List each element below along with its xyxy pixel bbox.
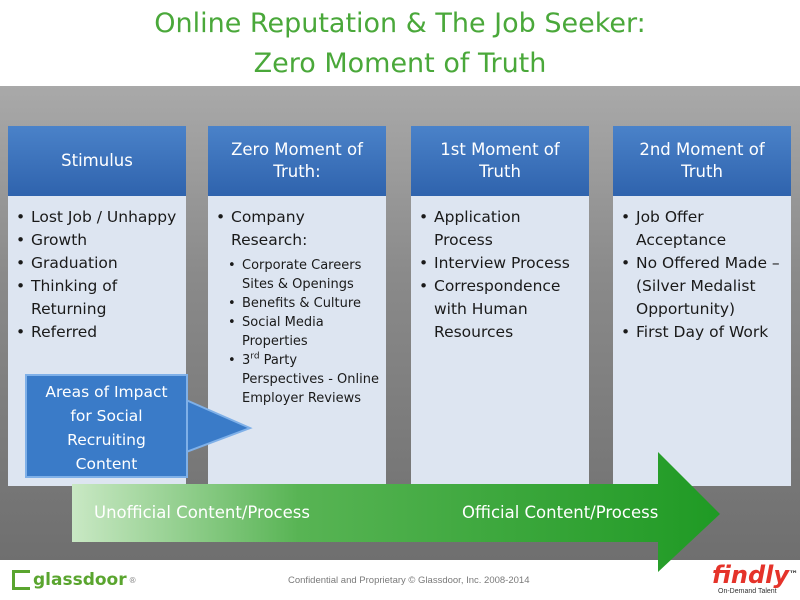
findly-wordmark: findly™ xyxy=(712,561,799,589)
list-item: Job Offer Acceptance xyxy=(621,206,785,252)
column-second-moment: 2nd Moment of Truth Job Offer Acceptance… xyxy=(613,126,791,486)
list-item: Referred xyxy=(16,321,180,344)
list-item: Application Process xyxy=(419,206,583,252)
list-item: Interview Process xyxy=(419,252,583,275)
arrow-shape xyxy=(72,452,720,572)
column-first-moment: 1st Moment of Truth Application Process … xyxy=(411,126,589,486)
ordinal-suffix: rd xyxy=(250,351,260,362)
ordinal-number: 3 xyxy=(242,353,251,368)
title-line-2: Zero Moment of Truth xyxy=(253,48,547,79)
glassdoor-mark-icon xyxy=(12,570,30,590)
column-body: Application Process Interview Process Co… xyxy=(411,196,589,486)
findly-tagline: On-Demand Talent xyxy=(718,588,777,595)
list-item: Correspondence with Human Resources xyxy=(419,275,583,344)
glassdoor-registered-mark: ® xyxy=(128,575,137,585)
unofficial-label: Unofficial Content/Process xyxy=(94,503,310,522)
sub-list-item: Corporate Careers Sites & Openings xyxy=(216,256,380,294)
column-zero-moment: Zero Moment of Truth: Company Research: … xyxy=(208,126,386,486)
list-item: Thinking of Returning xyxy=(16,275,180,321)
list-item: Lost Job / Unhappy xyxy=(16,206,180,229)
list-item: No Offered Made – (Silver Medalist Oppor… xyxy=(621,252,785,321)
findly-trademark: ™ xyxy=(789,570,799,580)
callout-line: Recruiting xyxy=(67,431,146,449)
glassdoor-wordmark: glassdoor xyxy=(33,570,127,590)
list-item: Growth xyxy=(16,229,180,252)
callout-box: Areas of Impact for Social Recruiting Co… xyxy=(25,374,188,478)
official-label: Official Content/Process xyxy=(462,503,659,522)
sub-list-item: Social Media Properties xyxy=(216,313,380,351)
callout-line: Content xyxy=(75,455,138,473)
column-header: 1st Moment of Truth xyxy=(411,126,589,196)
column-header: 2nd Moment of Truth xyxy=(613,126,791,196)
column-body: Company Research: Corporate Careers Site… xyxy=(208,196,386,486)
sub-list-item: 3rd Party Perspectives - Online Employer… xyxy=(216,351,380,408)
sub-item-text: Party Perspectives - Online Employer Rev… xyxy=(242,353,379,406)
title-line-1: Online Reputation & The Job Seeker: xyxy=(154,8,646,39)
process-arrow xyxy=(72,452,720,572)
column-header: Stimulus xyxy=(8,126,186,196)
column-header: Zero Moment of Truth: xyxy=(208,126,386,196)
slide-title: Online Reputation & The Job Seeker: Zero… xyxy=(0,4,800,84)
list-item: Graduation xyxy=(16,252,180,275)
column-body: Job Offer Acceptance No Offered Made – (… xyxy=(613,196,791,486)
callout-line: Areas of Impact xyxy=(45,383,168,401)
footer-copyright: Confidential and Proprietary © Glassdoor… xyxy=(288,575,530,586)
list-item: First Day of Work xyxy=(621,321,785,344)
sub-list-item: Benefits & Culture xyxy=(216,294,380,313)
glassdoor-logo: glassdoor ® xyxy=(12,568,137,592)
findly-logo: findly™ On-Demand Talent xyxy=(712,562,800,600)
callout-line: for Social xyxy=(70,407,143,425)
list-item: Company Research: xyxy=(216,206,380,252)
